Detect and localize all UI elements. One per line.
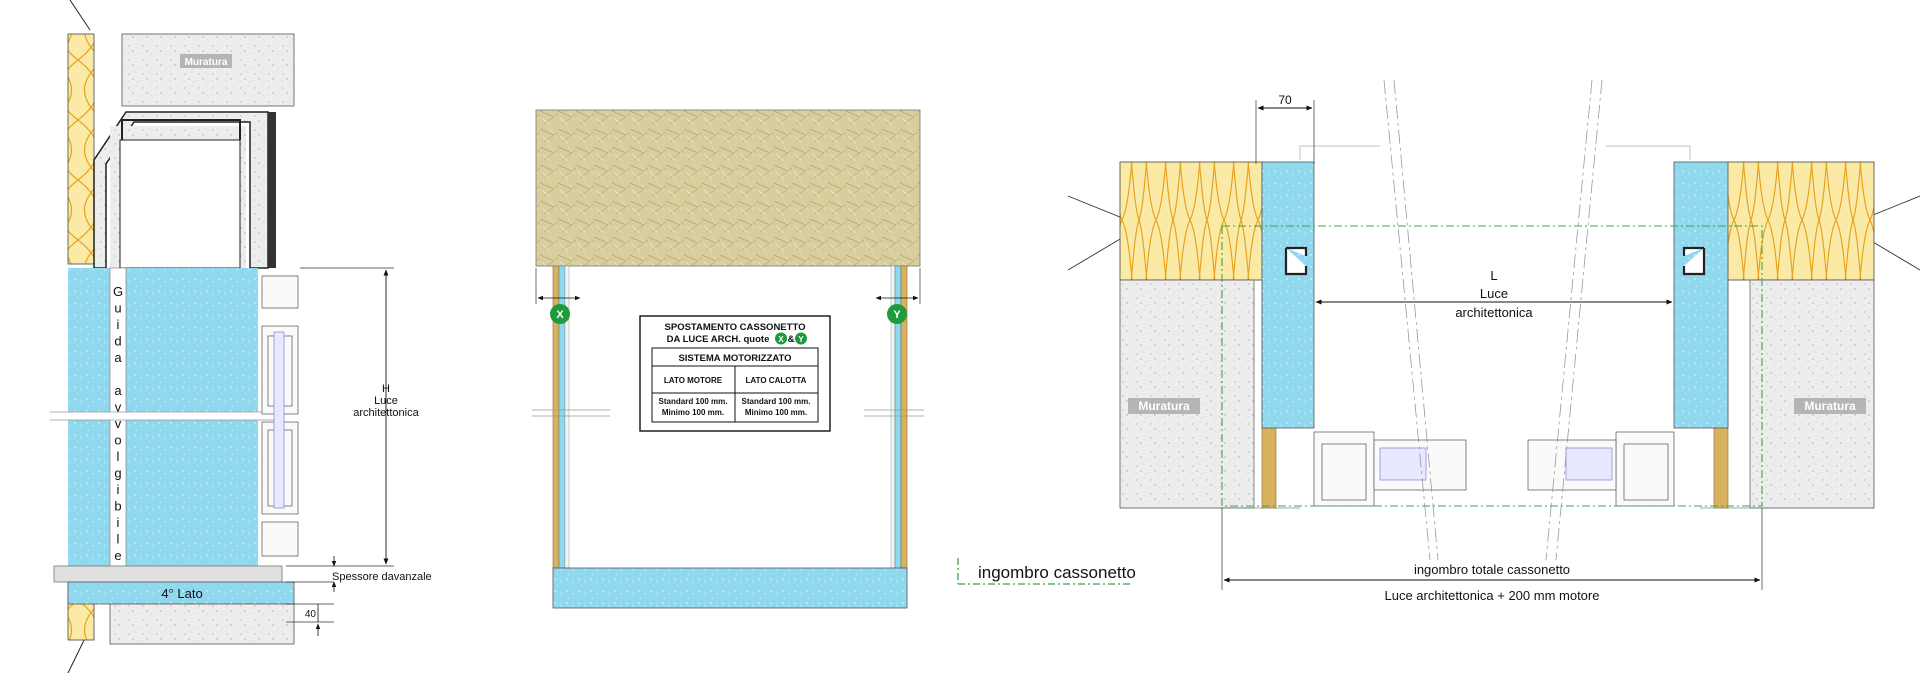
marker-y xyxy=(887,304,907,324)
info-title-line1: SPOSTAMENTO CASSONETTO xyxy=(665,322,806,333)
guide-label-letter: v xyxy=(115,416,122,431)
guide-label-letter: l xyxy=(117,449,120,464)
width-dim-line1: Luce xyxy=(1480,286,1508,301)
info-left-line1: Standard 100 mm. xyxy=(659,397,728,406)
total-note: Luce architettonica + 200 mm motore xyxy=(1385,588,1600,603)
guide-label-letter: i xyxy=(117,515,120,530)
guide-block-left xyxy=(1261,161,1315,429)
info-col-left-header: LATO MOTORE xyxy=(664,376,723,385)
guide-label-letter: o xyxy=(114,433,121,448)
height-dim-line2: architettonica xyxy=(353,407,419,419)
upper-wall xyxy=(121,33,295,107)
guide-label-letter: b xyxy=(114,499,121,514)
info-col-right-header: LATO CALOTTA xyxy=(746,376,807,385)
wall-right xyxy=(1749,279,1875,509)
bottom-band xyxy=(552,567,908,609)
info-title-line2: DA LUCE ARCH. quote xyxy=(667,334,770,345)
sill xyxy=(53,565,283,583)
guide-label-letter: e xyxy=(114,548,121,563)
guide-label-letter: u xyxy=(114,301,121,316)
fourth-side-value: 40 xyxy=(305,609,317,620)
guide-label-letter: g xyxy=(114,466,121,481)
sill-thickness-label: Spessore davanzale xyxy=(332,571,432,583)
wall-right-label: Muratura xyxy=(1804,399,1856,413)
horizontal-section: Muratura Muratura xyxy=(1067,79,1920,603)
guide-label-letter: i xyxy=(117,482,120,497)
guide-label-letter: G xyxy=(113,284,123,299)
guide-label-letter: d xyxy=(114,334,121,349)
marker-x-letter: X xyxy=(556,309,564,321)
dim-70-value: 70 xyxy=(1278,93,1292,107)
marker-x xyxy=(550,304,570,324)
wall-left xyxy=(1119,279,1255,509)
width-dim-letter: L xyxy=(1490,268,1497,283)
front-view: X Y SPOSTAMENTO CASSONETTO DA LUCE ARCH.… xyxy=(532,109,924,609)
guide-label-letter: a xyxy=(114,350,122,365)
info-title-amp: & xyxy=(788,334,795,345)
info-left-line2: Minimo 100 mm. xyxy=(662,408,724,417)
legend: ingombro cassonetto xyxy=(957,558,1136,585)
guide-label-letter: i xyxy=(117,317,120,332)
wall-left-label: Muratura xyxy=(1138,399,1190,413)
total-label: ingombro totale cassonetto xyxy=(1414,562,1570,577)
guide-label-letter: l xyxy=(117,532,120,547)
info-marker-y: Y xyxy=(798,335,804,344)
insulation-left xyxy=(1119,161,1263,281)
guide-block-right xyxy=(1673,161,1729,429)
guide-label-letter: v xyxy=(115,400,122,415)
legend-label: ingombro cassonetto xyxy=(978,563,1136,582)
upper-wall-label: Muratura xyxy=(185,57,228,68)
height-dim-line1: Luce xyxy=(374,395,398,407)
info-right-line1: Standard 100 mm. xyxy=(742,397,811,406)
marker-y-letter: Y xyxy=(893,309,901,321)
insulation-strip-top xyxy=(67,33,95,265)
info-right-line2: Minimo 100 mm. xyxy=(745,408,807,417)
width-dim-line2: architettonica xyxy=(1455,305,1533,320)
guide-label-letter: a xyxy=(114,383,122,398)
insulation-right xyxy=(1725,161,1875,281)
roller-box-front xyxy=(535,109,921,267)
window-frame-profile xyxy=(261,275,299,557)
fourth-side-label: 4° Lato xyxy=(161,586,202,601)
info-system: SISTEMA MOTORIZZATO xyxy=(678,353,791,364)
height-dim-letter: H xyxy=(382,383,390,395)
info-box: SPOSTAMENTO CASSONETTO DA LUCE ARCH. quo… xyxy=(639,315,831,432)
info-marker-x: X xyxy=(778,335,784,344)
box-footprint-outline xyxy=(1221,225,1763,507)
